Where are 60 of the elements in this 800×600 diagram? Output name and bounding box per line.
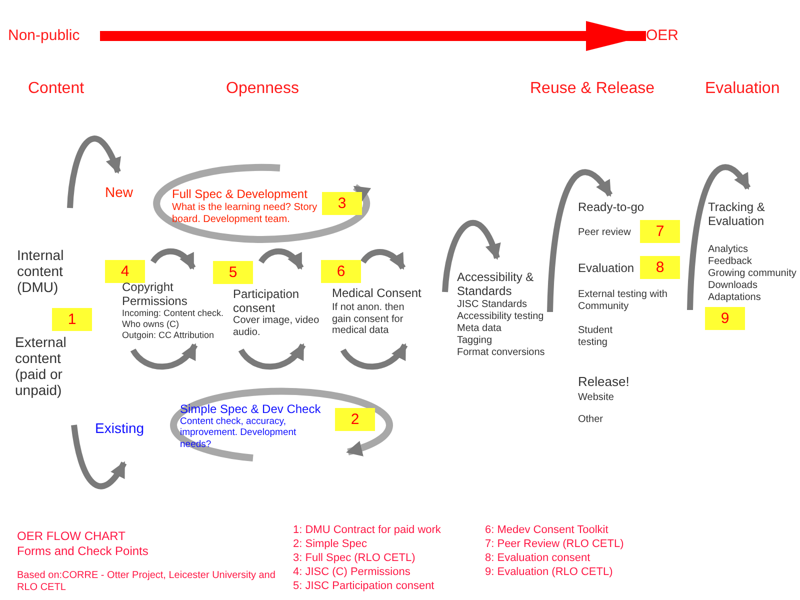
legend-text: 7: Peer Review (RLO CETL) (485, 538, 624, 551)
step-number: 7 (640, 220, 680, 243)
note-text: Growing community (708, 268, 796, 280)
legend-text: 3: Full Spec (RLO CETL) (293, 552, 416, 565)
step-label: Copyright Permissions (122, 281, 188, 309)
step-label: Existing (95, 420, 144, 436)
chart-title: OER FLOW CHART (17, 530, 126, 544)
legend-text: 9: Evaluation (RLO CETL) (485, 566, 613, 579)
step-label: Tracking & Evaluation (708, 201, 766, 229)
note-text: External testing with Community (578, 289, 668, 312)
step-number: 1 (52, 308, 92, 331)
legend-text: 8: Evaluation consent (485, 552, 590, 565)
note-text: Cover image, video audio. (233, 315, 320, 338)
note-text: Student testing (578, 325, 614, 348)
section-heading: Content (28, 80, 84, 98)
note-text: Feedback (708, 256, 752, 268)
step-number: 5 (213, 261, 253, 284)
legend-text: 2: Simple Spec (293, 538, 367, 551)
section-heading: Reuse & Release (530, 80, 655, 98)
stage-label: Non-public (8, 27, 100, 44)
step-label: Evaluation (578, 262, 634, 276)
step-number: 9 (705, 307, 745, 330)
legend-text: 5: JISC Participation consent (293, 580, 434, 593)
legend-text: 6: Medev Consent Toolkit (485, 524, 608, 537)
step-label: External content (paid or unpaid) (15, 334, 68, 398)
note-text: Tagging (457, 335, 492, 346)
step-title: Simple Spec & Dev Check (180, 402, 321, 416)
arrow (100, 21, 646, 51)
note-text: Analytics (708, 244, 748, 256)
step-number: 6 (321, 260, 361, 283)
step-label: Accessibility & Standards (457, 271, 535, 299)
step-label: Ready-to-go (578, 201, 644, 215)
step-title: Full Spec & Development (172, 187, 308, 201)
step-label: New (105, 184, 134, 200)
section-heading: Evaluation (705, 80, 780, 98)
note-text: Website (578, 392, 614, 404)
note-text: Outgoin: CC Attribution (122, 330, 214, 340)
note-text: Based on:CORRE - Otter Project, Leicester University and RLO CETL (17, 570, 276, 593)
section-heading: Openness (226, 80, 299, 98)
note-text: Peer review (578, 227, 631, 238)
step-note: What is the learning need? Story board. Development team. (172, 202, 318, 226)
note-text: Meta data (457, 323, 502, 334)
note-text: Incoming: Content check. (122, 308, 224, 318)
step-label: Participation consent (233, 288, 300, 316)
note-text: If not anon. then gain consent for medical data (332, 302, 406, 336)
note-text: JISC Standards (457, 299, 528, 310)
note-text: Other (578, 414, 604, 426)
note-text: Accessibility testing (457, 311, 544, 322)
legend-text: 4: JISC (C) Permissions (293, 566, 410, 579)
step-label: Internal content (DMU) (17, 247, 65, 296)
legend-text: 1: DMU Contract for paid work (293, 524, 441, 537)
step-label: Release! (578, 375, 630, 390)
chart-subtitle: Forms and Check Points (17, 545, 148, 559)
step-number: 4 (105, 260, 145, 283)
step-label: Medical Consent (332, 287, 422, 301)
note-text: Who owns (C) (122, 319, 180, 330)
step-number: 8 (640, 256, 680, 279)
note-text: Downloads (708, 280, 758, 292)
note-text: Format conversions (457, 347, 545, 358)
stage-label: OER (646, 27, 716, 44)
